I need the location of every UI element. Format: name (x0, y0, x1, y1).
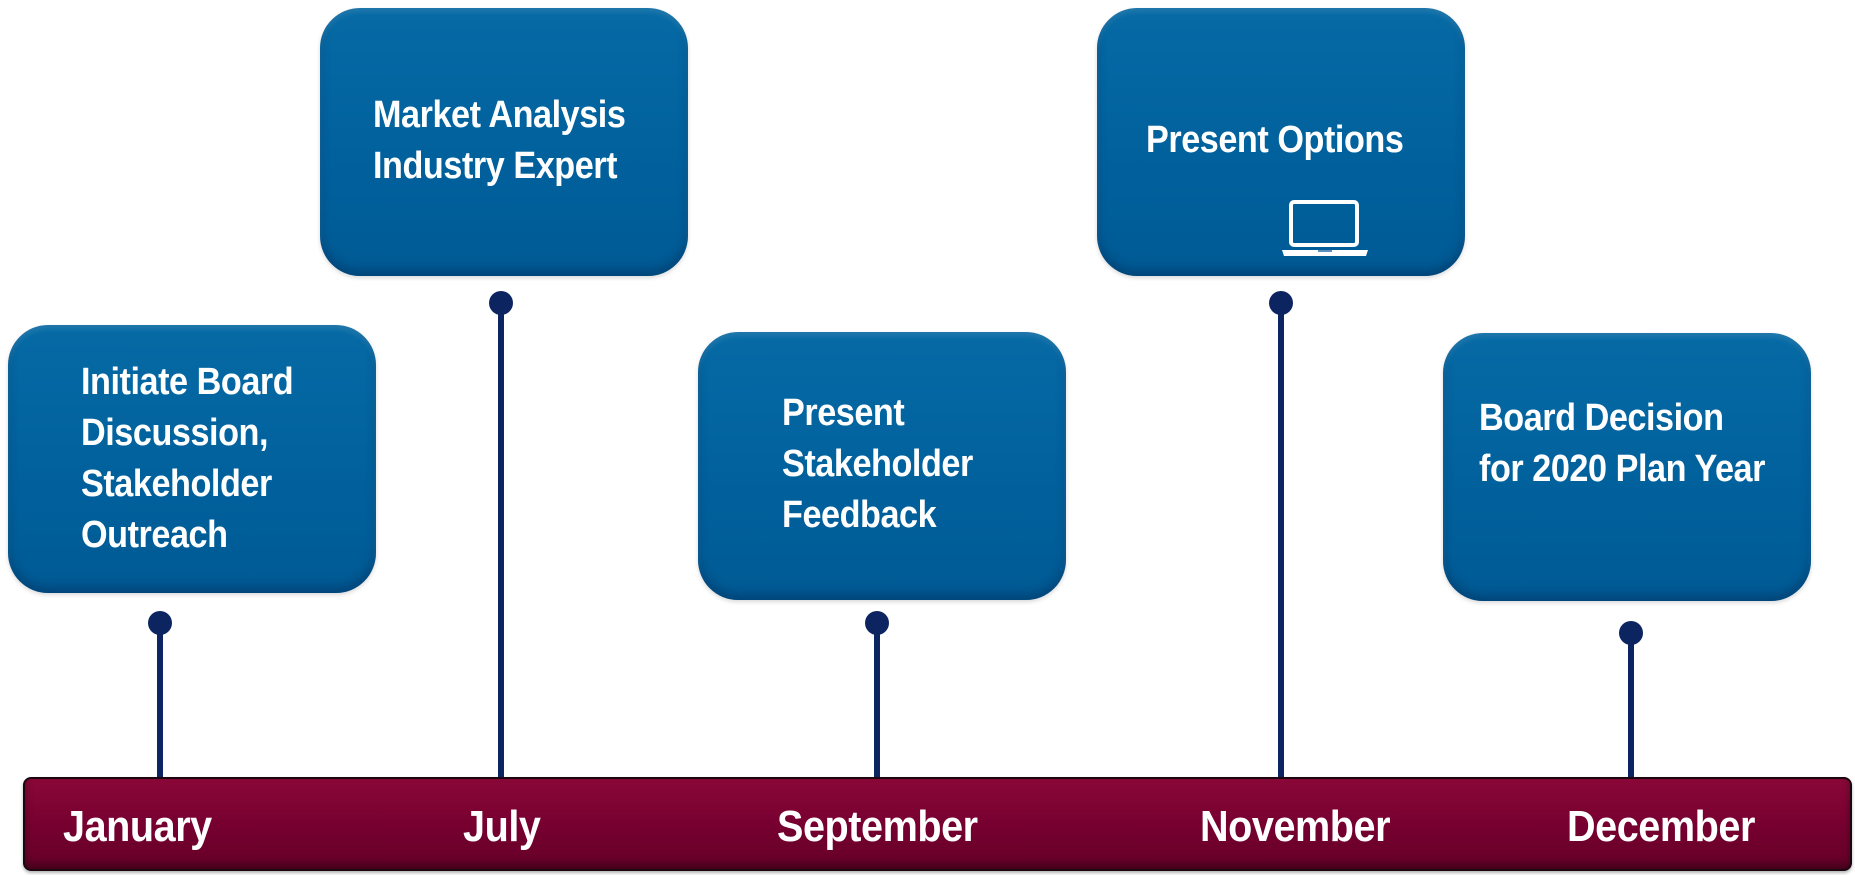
month-label-january: January (63, 802, 212, 851)
milestone-card-july: Market Analysis Industry Expert (320, 8, 688, 276)
connector-line-july (498, 303, 504, 778)
connector-dot-november (1269, 291, 1293, 315)
milestone-text-line: Discussion, (81, 412, 269, 454)
milestone-text-september: Present Stakeholder Feedback (782, 388, 973, 541)
milestone-card-december: Board Decision for 2020 Plan Year (1443, 333, 1811, 601)
connector-dot-july (489, 291, 513, 315)
milestone-text-july: Market Analysis Industry Expert (373, 90, 626, 192)
connector-line-november (1278, 303, 1284, 778)
milestone-card-september: Present Stakeholder Feedback (698, 332, 1066, 600)
milestone-text-line: Feedback (782, 494, 937, 536)
milestone-text-january: Initiate Board Discussion, Stakeholder O… (81, 357, 294, 561)
laptop-icon (1282, 200, 1368, 256)
connector-dot-december (1619, 621, 1643, 645)
connector-dot-september (865, 611, 889, 635)
month-label-december: December (1567, 802, 1755, 851)
month-label-september: September (777, 802, 978, 851)
milestone-text-december: Board Decision for 2020 Plan Year (1479, 393, 1765, 495)
milestone-text-november: Present Options (1146, 115, 1404, 166)
milestone-card-november: Present Options (1097, 8, 1465, 276)
timeline-month-band (23, 777, 1852, 871)
milestone-text-line: for 2020 Plan Year (1479, 448, 1765, 490)
milestone-text-line: Stakeholder (782, 443, 973, 485)
milestone-card-january: Initiate Board Discussion, Stakeholder O… (8, 325, 376, 593)
milestone-text-line: Outreach (81, 514, 228, 556)
milestone-text-line: Present (782, 392, 905, 434)
milestone-text-line: Stakeholder (81, 463, 272, 505)
connector-line-september (874, 623, 880, 778)
milestone-text-line: Industry Expert (373, 145, 618, 187)
connector-line-december (1628, 633, 1634, 778)
milestone-text-line: Present Options (1146, 119, 1404, 161)
milestone-text-line: Market Analysis (373, 94, 626, 136)
milestone-text-line: Initiate Board (81, 361, 294, 403)
month-label-july: July (463, 802, 541, 851)
month-label-november: November (1200, 802, 1391, 851)
connector-line-january (157, 623, 163, 778)
connector-dot-january (148, 611, 172, 635)
milestone-text-line: Board Decision (1479, 397, 1724, 439)
